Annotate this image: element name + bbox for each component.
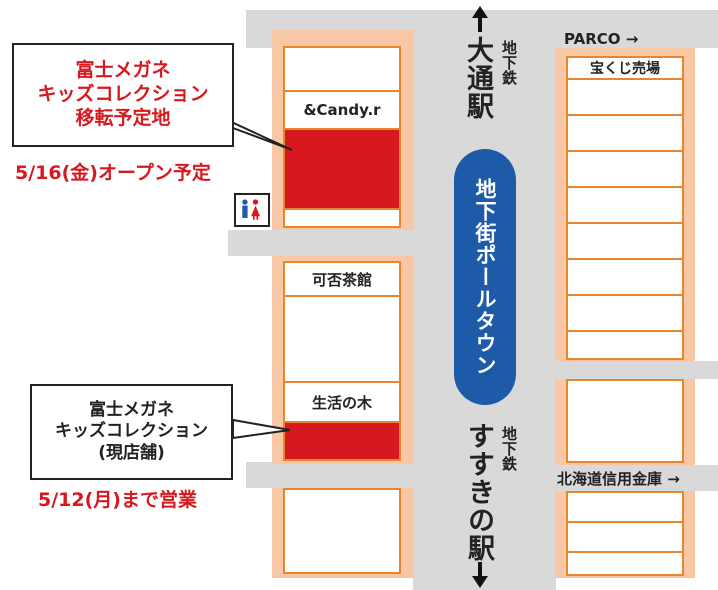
right-shop-12 (566, 551, 684, 576)
hokkaido-shinkin-label: 北海道信用金庫 → (557, 470, 680, 488)
current-store-date: 5/12(月)まで営業 (38, 489, 197, 511)
shop-kahi-sakan: 可否茶館 (283, 261, 401, 297)
shop-seikatsu-no-ki: 生活の木 (283, 381, 401, 423)
right-shop-11 (566, 521, 684, 553)
cross-road-right (550, 361, 718, 379)
shop-takarakuji: 宝くじ売場 (566, 56, 684, 80)
current-store-callout: 富士メガネ キッズコレクション (現店舗) (30, 384, 233, 480)
south-arrow-icon (472, 562, 488, 588)
right-shop-3 (566, 150, 684, 188)
right-shop-8 (566, 330, 684, 360)
underground-mall-label: 地下街ポールタウン (473, 178, 497, 376)
current-store-line-3: (現店舗) (98, 442, 165, 463)
new-location-line-1: 富士メガネ (75, 59, 171, 82)
cross-road-lower-right (550, 465, 718, 491)
shop-kahi-sakan-label: 可否茶館 (311, 270, 372, 289)
right-shop-5 (566, 222, 684, 260)
shop-empty-1 (283, 46, 401, 92)
right-shop-7 (566, 294, 684, 332)
odori-subway-label: 地下鉄 (500, 40, 518, 85)
new-location-line-2: キッズコレクション (37, 83, 209, 106)
right-shop-6 (566, 258, 684, 296)
north-arrow-icon (472, 6, 488, 32)
odori-station-name: 大通駅 (462, 36, 493, 120)
shop-candy: &Candy.r (283, 90, 401, 130)
restroom-icon (234, 193, 270, 227)
shop-empty-3 (283, 295, 401, 383)
right-shop-9 (566, 379, 684, 463)
shop-candy-label: &Candy.r (303, 101, 381, 119)
susukino-subway-label: 地下鉄 (500, 426, 518, 471)
shop-seikatsu-no-ki-label: 生活の木 (311, 393, 372, 412)
current-store-line-2: キッズコレクション (55, 421, 208, 442)
shop-takarakuji-label: 宝くじ売場 (590, 61, 660, 77)
susukino-station-name: すすきの駅 (463, 422, 494, 562)
cross-road-upper (228, 230, 428, 256)
right-shop-2 (566, 114, 684, 152)
current-store-line-1: 富士メガネ (89, 400, 174, 421)
right-shop-1 (566, 78, 684, 116)
right-shop-4 (566, 186, 684, 224)
right-shop-10 (566, 491, 684, 523)
new-location-callout: 富士メガネ キッズコレクション 移転予定地 (12, 43, 234, 147)
underground-mall-pill: 地下街ポールタウン (454, 149, 516, 405)
parco-label: PARCO → (564, 30, 639, 48)
new-location-line-3: 移転予定地 (75, 106, 171, 129)
new-location-date: 5/16(金)オープン予定 (15, 162, 211, 184)
current-store-highlight (283, 421, 401, 461)
new-location-highlight (283, 128, 401, 210)
shop-empty-2 (283, 208, 401, 228)
shop-empty-4 (283, 488, 401, 574)
cross-road-lower-left (246, 462, 416, 488)
